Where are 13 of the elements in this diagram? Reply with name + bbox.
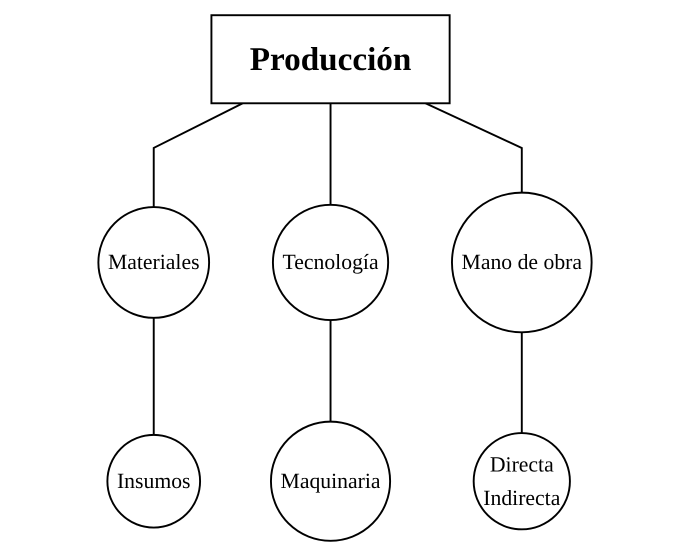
node-circle: Directa Indirecta	[472, 432, 571, 530]
connector	[330, 320, 332, 422]
node-circle: Materiales	[97, 206, 210, 319]
connector	[520, 332, 523, 434]
connector	[152, 318, 155, 435]
node-circle: Insumos	[106, 434, 202, 529]
node-circle: Mano de obra	[451, 192, 593, 334]
connector	[330, 103, 332, 205]
node-box: Producción	[210, 14, 451, 104]
node-circle: Maquinaria	[270, 420, 392, 542]
connector	[425, 102, 523, 193]
connector	[152, 102, 244, 208]
node-circle: Tecnología	[272, 204, 390, 322]
